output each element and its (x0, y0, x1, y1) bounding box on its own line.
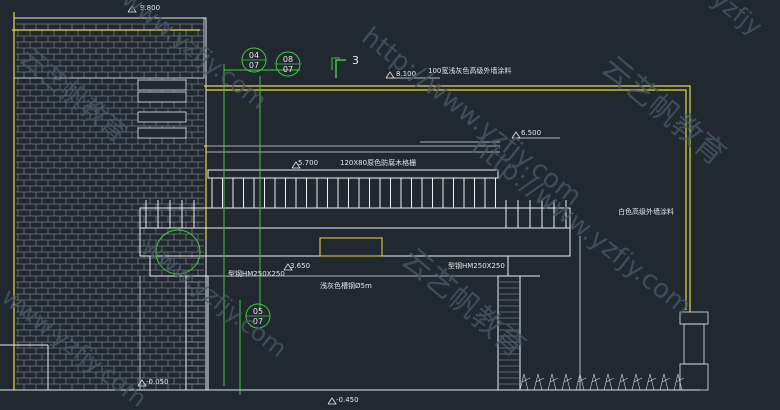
elevation-markers: 9.800 8.100 6.500 5.700 3.650 -0.050 -0.… (140, 4, 541, 404)
svg-text:07: 07 (253, 317, 263, 326)
svg-text:07: 07 (249, 61, 259, 70)
svg-text:08: 08 (283, 55, 293, 64)
building-outline (12, 12, 691, 390)
svg-text:-0.450: -0.450 (336, 396, 359, 404)
leader-lines (155, 57, 340, 395)
canopy-slope (139, 236, 581, 390)
svg-text:云艺帆教育: 云艺帆教育 (595, 49, 732, 172)
right-pilaster (679, 311, 709, 391)
svg-text:8.100: 8.100 (396, 70, 416, 78)
svg-text:云艺帆教育: 云艺帆教育 (395, 241, 532, 364)
svg-text:http://www.yzfjy.com: http://www.yzfjy.com (466, 132, 697, 322)
svg-text:型钢HM250X250: 型钢HM250X250 (228, 269, 285, 278)
svg-text:yzfjy: yzfjy (706, 0, 767, 41)
svg-text:100宽浅灰色高级外墙涂料: 100宽浅灰色高级外墙涂料 (428, 66, 511, 75)
svg-text:www.yzfjy.com: www.yzfjy.com (136, 233, 292, 363)
annotation-notes: 100宽浅灰色高级外墙涂料 120X80原色防腐木格栅 白色高级外墙涂料 型钢H… (228, 66, 674, 290)
svg-text:白色高级外墙涂料: 白色高级外墙涂料 (618, 207, 674, 216)
svg-text:浅灰色槽钢Ø5m: 浅灰色槽钢Ø5m (320, 281, 372, 290)
svg-text:型钢HM250X250: 型钢HM250X250 (448, 261, 505, 270)
elevation-triangles (127, 5, 560, 405)
shrub-planting (519, 373, 685, 391)
svg-text:5.700: 5.700 (298, 159, 318, 167)
callout-05: 05 07 (245, 303, 271, 329)
timber-grille (139, 169, 571, 229)
svg-text:www.yzfjy.com: www.yzfjy.com (0, 283, 152, 410)
svg-text:04: 04 (249, 51, 259, 60)
svg-text:3: 3 (352, 54, 359, 67)
svg-text:9.800: 9.800 (140, 4, 160, 12)
callout-04: 04 07 (241, 47, 267, 73)
section-mark: 3 (335, 54, 359, 78)
ground-line (0, 344, 700, 391)
svg-text:07: 07 (283, 65, 293, 74)
brick-wall-left (13, 17, 207, 391)
svg-text:6.500: 6.500 (521, 129, 541, 137)
pergola-beam (139, 227, 571, 277)
svg-text:120X80原色防腐木格栅: 120X80原色防腐木格栅 (340, 158, 416, 167)
svg-text:3.650: 3.650 (290, 262, 310, 270)
callout-08: 08 07 (275, 51, 301, 77)
roof-parapet (206, 141, 500, 153)
svg-text:云艺帆教育: 云艺帆教育 (14, 42, 133, 149)
svg-text:-0.050: -0.050 (146, 378, 169, 386)
svg-text:05: 05 (253, 307, 263, 316)
